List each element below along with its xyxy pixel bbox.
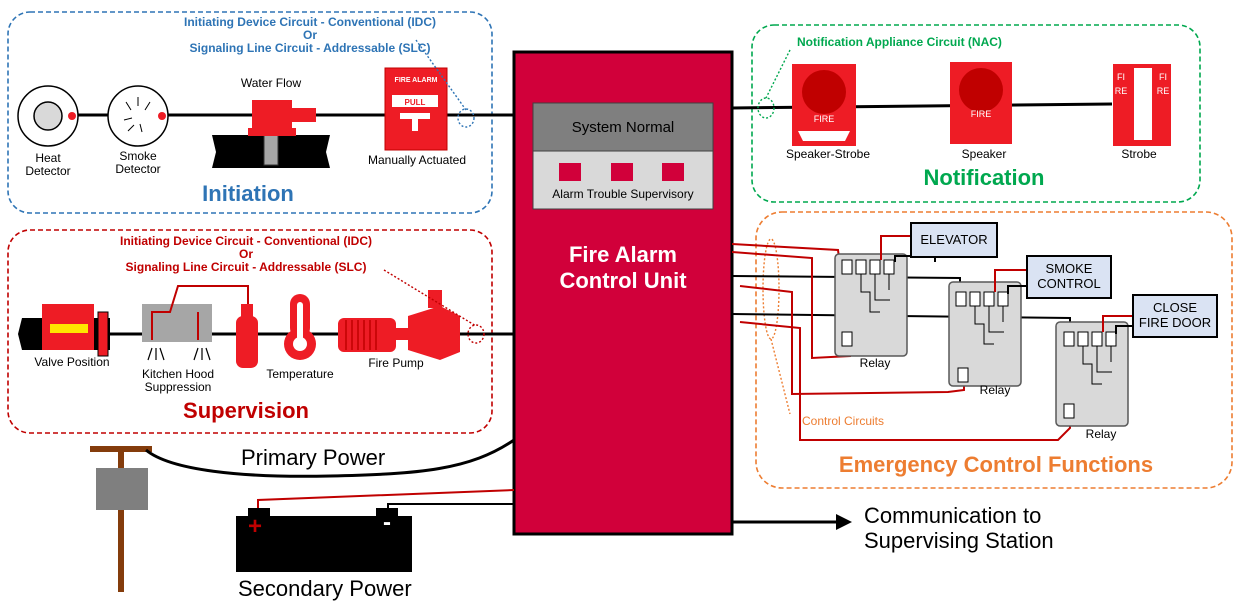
speaker-icon [950, 62, 1012, 144]
trouble-led [611, 163, 633, 181]
communication-label: Communication to Supervising Station [864, 503, 1054, 554]
control-circuits-label: Control Circuits [802, 414, 885, 428]
communication-arrow [732, 514, 852, 530]
facu-display [532, 102, 714, 152]
temperature-label: Temperature [266, 367, 334, 381]
close-fire-door-box: CLOSE FIRE DOOR [1132, 294, 1218, 338]
smoke-control-box: SMOKE CONTROL [1026, 255, 1112, 299]
facu-indicator-labels: Alarm Trouble Supervisory [552, 187, 694, 201]
strobe-icon [1113, 64, 1171, 146]
fire-pump-icon [338, 290, 460, 360]
fire-pump-label: Fire Pump [368, 356, 424, 370]
smoke-detector-label: Smoke Detector [115, 149, 161, 177]
heat-detector-label: Heat Detector [25, 151, 71, 179]
kitchen-hood-label: Kitchen Hood Suppression [141, 367, 215, 395]
water-flow-icon [212, 100, 330, 168]
speaker-fire-text: FIRE [970, 109, 992, 119]
strobe-label: Strobe [1121, 147, 1157, 161]
initiation-region [7, 11, 493, 214]
notification-title: Notification [923, 165, 1045, 190]
facu-title: Fire Alarm Control Unit [559, 242, 687, 294]
elevator-box: ELEVATOR [910, 222, 998, 258]
battery-positive-wire [257, 489, 515, 508]
water-flow-label: Water Flow [240, 76, 302, 90]
control-circuits-callout [762, 238, 780, 340]
suppression-cylinder-icon [236, 304, 258, 368]
primary-power-label: Primary Power [241, 445, 386, 470]
relay-3 [1055, 321, 1129, 427]
battery-icon [236, 508, 412, 572]
battery-minus-sign: - [383, 509, 391, 536]
valve-position-label: Valve Position [34, 355, 110, 369]
initiation-circuit-label: Initiating Device Circuit - Conventional… [183, 15, 437, 56]
utility-pole-icon [90, 446, 152, 592]
supervision-region [7, 229, 493, 434]
relay-1 [834, 253, 908, 357]
pull-station-header: FIRE ALARM [395, 77, 438, 84]
manually-actuated-label: Manually Actuated [367, 153, 467, 167]
alarm-led [559, 163, 581, 181]
speaker-strobe-label: Speaker-Strobe [785, 147, 871, 161]
control-circuits-leader [770, 338, 791, 415]
relay-2-label: Relay [979, 383, 1011, 397]
relay-2 [948, 281, 1022, 387]
pull-station-pull: PULL [405, 98, 426, 107]
nac-wire [731, 102, 1113, 110]
speaker-strobe-fire-text: FIRE [813, 114, 835, 124]
kitchen-hood-icon [142, 285, 249, 361]
thermometer-icon [284, 294, 316, 360]
smoke-detector-icon [107, 85, 169, 147]
nac-callout [757, 97, 775, 119]
relay-1-label: Relay [859, 356, 891, 370]
secondary-power-label: Secondary Power [238, 576, 412, 601]
emergency-region [755, 211, 1233, 489]
emergency-title: Emergency Control Functions [838, 452, 1154, 477]
nac-callout-leader [765, 49, 791, 99]
initiation-callout [457, 108, 475, 128]
supervision-title: Supervision [183, 398, 309, 423]
supervision-callout-leader [383, 269, 477, 327]
valve-position-icon [18, 304, 110, 357]
initiation-title: Initiation [202, 181, 294, 206]
supervision-circuit-label: Initiating Device Circuit - Conventional… [119, 234, 373, 275]
supervision-callout [467, 324, 485, 344]
battery-plus-sign: + [248, 513, 263, 540]
battery-negative-wire [387, 503, 514, 508]
speaker-label: Speaker [961, 147, 1007, 161]
primary-power-wire [145, 438, 515, 478]
supervisory-led [662, 163, 684, 181]
speaker-strobe-icon [792, 64, 856, 146]
heat-detector-icon [17, 85, 79, 147]
facu-status-text: System Normal [571, 119, 675, 136]
notification-region [751, 24, 1201, 203]
pull-station-icon: FIRE ALARM PULL [384, 67, 448, 151]
strobe-fire-left: FIRE [1114, 72, 1128, 97]
relay-3-label: Relay [1085, 427, 1117, 441]
nac-label: Notification Appliance Circuit (NAC) [797, 35, 1002, 49]
strobe-fire-right: FIRE [1156, 72, 1170, 97]
